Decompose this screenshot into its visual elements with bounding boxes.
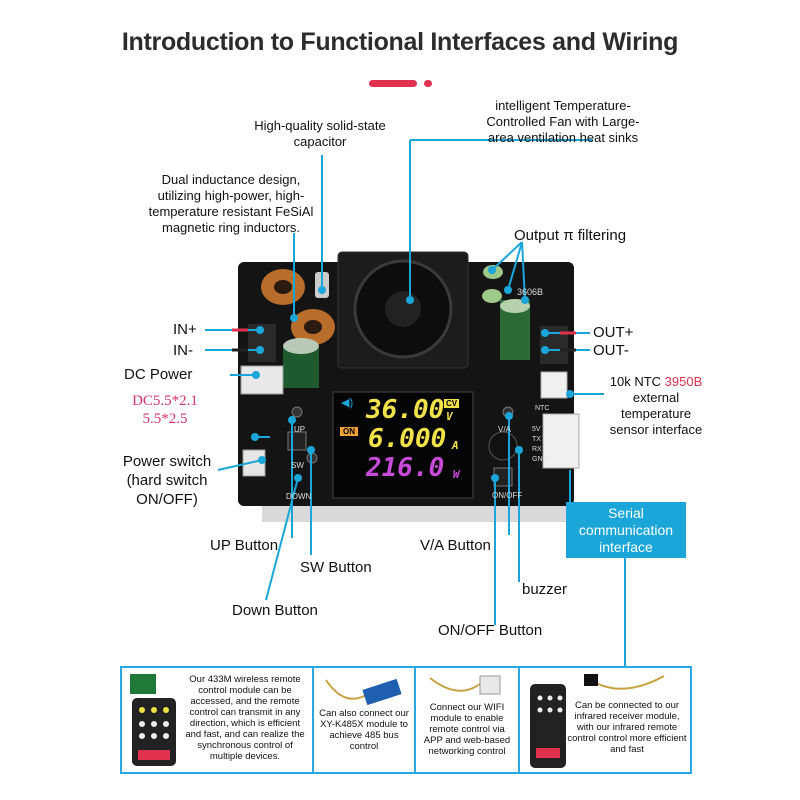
power-switch-body [242, 449, 266, 477]
inductor-top [261, 269, 305, 305]
ntc-model: 3950B [664, 374, 703, 389]
title-accent-bar [369, 80, 417, 87]
silk-onoff: ON/OFF [492, 491, 523, 500]
callout-fan: intelligent Temperature-Controlled Fan w… [486, 98, 640, 145]
panel-wifi: Connect our WIFI module to enable remote… [416, 668, 520, 772]
panel-433m-text: Our 433M wireless remote control module … [185, 674, 305, 762]
dc-jack [240, 365, 284, 395]
label-dc-size-2: 5.5*2.5 [142, 411, 188, 427]
page-title: Introduction to Functional Interfaces an… [121, 28, 679, 56]
input-capacitor [283, 338, 319, 388]
title-accent-dot [424, 80, 432, 87]
callout-va-button: V/A Button [420, 537, 491, 554]
label-out-plus: OUT+ [593, 324, 634, 341]
silk-va: V/A [498, 425, 511, 434]
lcd [332, 391, 474, 499]
callout-sw-button: SW Button [300, 559, 372, 576]
speaker-icon: ◀) [341, 397, 354, 409]
label-dc-size-1: DC5.5*2.1 [132, 393, 198, 409]
callout-up-button: UP Button [210, 537, 279, 554]
silk-rx: RX [532, 446, 542, 453]
silk-5v: 5V [532, 426, 541, 433]
label-dc-power: DC Power [124, 366, 193, 383]
panel-infrared: Can be connected to our infrared receive… [520, 668, 690, 772]
callout-buzzer: buzzer [522, 581, 568, 598]
remote-433m-illustration [130, 674, 176, 766]
callout-serial: Serial communication interface [566, 502, 686, 558]
callout-onoff-button: ON/OFF Button [438, 622, 543, 639]
lcd-voltage-unit: V [446, 410, 453, 423]
label-out-minus: OUT- [593, 342, 629, 359]
ntc-connector [540, 371, 568, 399]
lcd-power-unit: W [453, 468, 460, 481]
callout-power-switch: Power switch (hard switch ON/OFF) [122, 453, 212, 508]
inductor-bottom [291, 309, 335, 345]
buzzer-body [488, 431, 518, 461]
callout-down-button: Down Button [232, 602, 318, 619]
ntc-prefix: 10k NTC [609, 374, 665, 389]
callout-output-filter: Output π filtering [514, 227, 627, 244]
panel-wifi-text: Connect our WIFI module to enable remote… [423, 702, 511, 757]
silk-gnd: GND [532, 456, 548, 463]
callout-dots [251, 266, 574, 482]
silk-ntc: NTC [535, 405, 550, 412]
cv-badge: CV [444, 399, 460, 408]
module-485-illustration [325, 678, 402, 706]
infrared-illustration [530, 674, 665, 768]
silk-model: 3606B [517, 287, 544, 297]
fan-heatsink [337, 251, 469, 369]
label-in-minus: IN- [173, 342, 193, 359]
up-button-cap [291, 406, 303, 418]
lcd-voltage: 36.00 [366, 395, 445, 425]
lcd-current: 6.000 [368, 424, 447, 454]
callout-inductance: Dual inductance design, utilizing high-p… [148, 172, 314, 235]
panel-485-text: Can also connect our XY-K485X module to … [319, 708, 409, 752]
silk-serial-pins: 5V TX RX GND [532, 425, 548, 465]
panel-485: Can also connect our XY-K485X module to … [314, 668, 416, 772]
wifi-module-illustration [429, 675, 501, 695]
silk-down: DOWN [286, 492, 312, 501]
panel-433m: Our 433M wireless remote control module … [122, 668, 314, 772]
label-in-plus: IN+ [173, 321, 197, 338]
on-badge: ON [340, 427, 358, 436]
lcd-current-unit: A [452, 439, 459, 452]
silk-tx: TX [532, 436, 541, 443]
silk-up: UP [294, 425, 306, 434]
accessory-panel: Our 433M wireless remote control module … [120, 666, 692, 774]
lcd-power: 216.0 [366, 453, 445, 483]
silk-sw: SW [291, 461, 304, 470]
panel-infrared-text: Can be connected to our infrared receive… [567, 700, 687, 755]
polarity-markers [232, 328, 576, 335]
callout-capacitor: High-quality solid-state capacitor [254, 118, 386, 149]
callout-ntc: 10k NTC 3950B external temperature senso… [600, 374, 712, 438]
sw-button-cap [287, 431, 307, 451]
ntc-description: external temperature sensor interface [609, 390, 703, 437]
serial-connector [542, 413, 580, 469]
